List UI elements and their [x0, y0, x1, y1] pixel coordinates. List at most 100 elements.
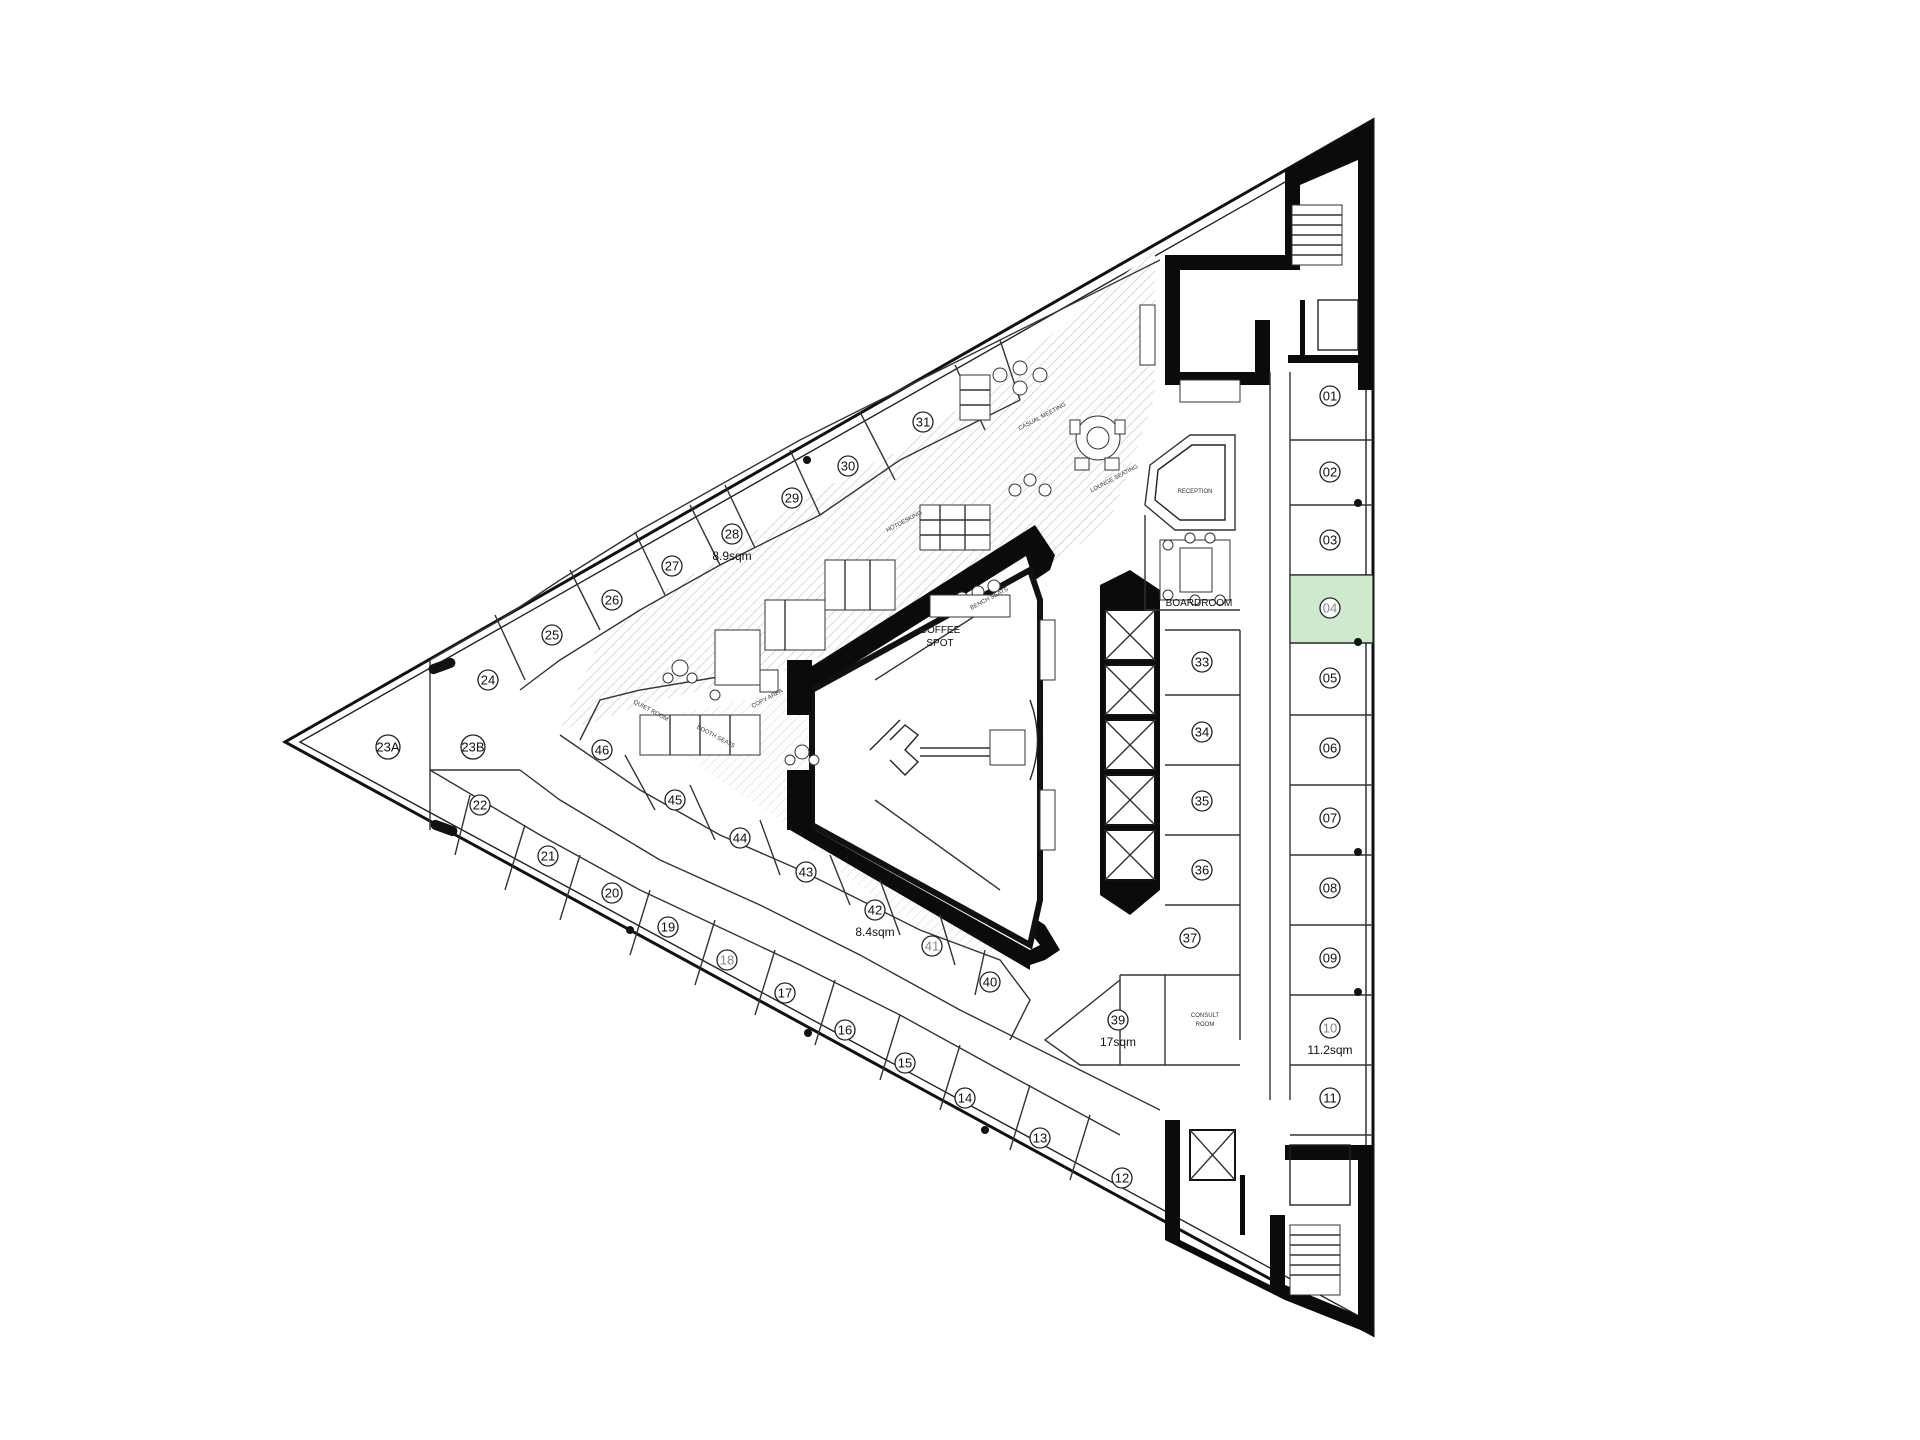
office-number: 10: [1323, 1021, 1337, 1036]
office-29[interactable]: 29: [781, 487, 803, 509]
office-number-circle: [1319, 737, 1341, 759]
office-number: 24: [481, 673, 495, 688]
office-number: 43: [799, 865, 813, 880]
office-11[interactable]: 11: [1319, 1087, 1341, 1109]
office-number: 13: [1033, 1131, 1047, 1146]
office-36[interactable]: 36: [1191, 859, 1213, 881]
office-05[interactable]: 05: [1319, 667, 1341, 689]
office-41[interactable]: 41: [921, 935, 943, 957]
office-number-circle: [477, 669, 499, 691]
office-number-circle: [864, 899, 886, 921]
office-number: 07: [1323, 811, 1337, 826]
office-01[interactable]: 01: [1319, 385, 1341, 407]
office-number: 02: [1323, 465, 1337, 480]
office-03[interactable]: 03: [1319, 529, 1341, 551]
office-number-circle: [601, 882, 623, 904]
office-number: 40: [983, 975, 997, 990]
office-13[interactable]: 13: [1029, 1127, 1051, 1149]
office-20[interactable]: 20: [601, 882, 623, 904]
office-number: 17: [778, 986, 792, 1001]
office-06[interactable]: 06: [1319, 737, 1341, 759]
office-number: 15: [898, 1056, 912, 1071]
office-37[interactable]: 37: [1179, 927, 1201, 949]
office-number: 46: [595, 743, 609, 758]
office-12[interactable]: 12: [1111, 1167, 1133, 1189]
office-23A[interactable]: 23A: [375, 734, 401, 760]
office-22[interactable]: 22: [469, 794, 491, 816]
office-26[interactable]: 26: [601, 589, 623, 611]
office-number: 09: [1323, 951, 1337, 966]
office-number: 31: [916, 415, 930, 430]
office-14[interactable]: 14: [954, 1087, 976, 1109]
office-number: 03: [1323, 533, 1337, 548]
office-08[interactable]: 08: [1319, 877, 1341, 899]
office-15[interactable]: 15: [894, 1052, 916, 1074]
office-16[interactable]: 16: [834, 1019, 856, 1041]
office-21[interactable]: 21: [537, 845, 559, 867]
office-number: 12: [1115, 1171, 1129, 1186]
office-number: 16: [838, 1023, 852, 1038]
office-area: 17sqm: [1100, 1035, 1136, 1049]
office-09[interactable]: 09: [1319, 947, 1341, 969]
office-area: 8.4sqm: [855, 925, 894, 939]
office-number: 26: [605, 593, 619, 608]
office-33[interactable]: 33: [1191, 651, 1213, 673]
office-24[interactable]: 24: [477, 669, 499, 691]
office-number-circle: [661, 555, 683, 577]
office-34[interactable]: 34: [1191, 721, 1213, 743]
office-number: 08: [1323, 881, 1337, 896]
office-02[interactable]: 02: [1319, 461, 1341, 483]
office-number: 39: [1111, 1013, 1125, 1028]
office-35[interactable]: 35: [1191, 790, 1213, 812]
office-number: 04: [1323, 601, 1337, 616]
office-19[interactable]: 19: [657, 916, 679, 938]
office-number-circle: [537, 845, 559, 867]
office-number: 05: [1323, 671, 1337, 686]
office-number: 23B: [461, 740, 484, 755]
office-number-circle: [979, 971, 1001, 993]
office-number: 29: [785, 491, 799, 506]
office-number-circle: [1319, 461, 1341, 483]
office-04[interactable]: 04: [1319, 597, 1341, 619]
office-number: 18: [720, 953, 734, 968]
office-31[interactable]: 31: [912, 411, 934, 433]
office-number-circle: [375, 734, 401, 760]
office-40[interactable]: 40: [979, 971, 1001, 993]
office-number-circle: [1319, 1087, 1341, 1109]
lift-core: [1100, 570, 1160, 915]
office-28[interactable]: 288.9sqm: [712, 523, 752, 563]
office-number: 34: [1195, 725, 1209, 740]
office-18[interactable]: 18: [716, 949, 738, 971]
office-number-circle: [729, 827, 751, 849]
office-43[interactable]: 43: [795, 861, 817, 883]
office-number-circle: [1319, 385, 1341, 407]
office-44[interactable]: 44: [729, 827, 751, 849]
office-number-circle: [716, 949, 738, 971]
office-42[interactable]: 428.4sqm: [855, 899, 895, 939]
office-number-circle: [1319, 877, 1341, 899]
office-45[interactable]: 45: [664, 789, 686, 811]
office-number: 44: [733, 831, 747, 846]
office-number-circle: [721, 523, 743, 545]
office-39[interactable]: 39 17sqm: [1100, 1009, 1136, 1049]
building-outline: [281, 117, 1375, 1338]
office-number: 19: [661, 920, 675, 935]
office-number-circle: [469, 794, 491, 816]
office-25[interactable]: 25: [541, 624, 563, 646]
office-23B[interactable]: 23B: [460, 734, 486, 760]
office-number-circle: [1319, 667, 1341, 689]
office-number: 30: [841, 459, 855, 474]
office-number-circle: [1029, 1127, 1051, 1149]
office-area: 8.9sqm: [712, 549, 751, 563]
office-30[interactable]: 30: [837, 455, 859, 477]
office-07[interactable]: 07: [1319, 807, 1341, 829]
office-27[interactable]: 27: [661, 555, 683, 577]
office-number: 41: [925, 939, 939, 954]
office-17[interactable]: 17: [774, 982, 796, 1004]
office-number-circle: [1111, 1167, 1133, 1189]
boardroom-label: BOARDROOM: [1166, 598, 1233, 609]
consult-room-label-2: ROOM: [1196, 1022, 1215, 1028]
office-46[interactable]: 46: [591, 739, 613, 761]
office-number-circle: [921, 935, 943, 957]
